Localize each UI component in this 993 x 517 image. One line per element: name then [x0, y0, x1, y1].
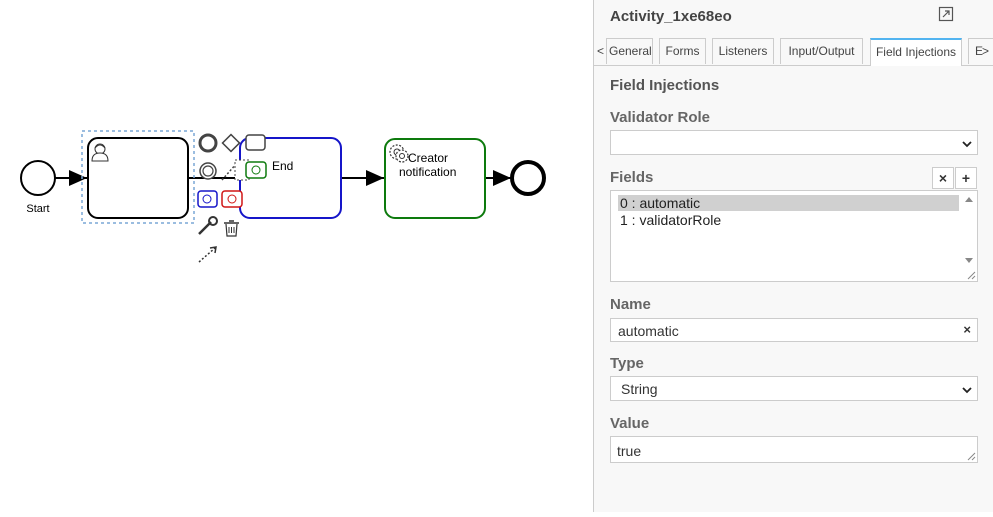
fields-listbox[interactable]: 0 : automatic 1 : validatorRole	[610, 190, 978, 282]
type-label: Type	[610, 355, 644, 372]
tab-general[interactable]: General	[606, 38, 653, 64]
append-end-event-icon[interactable]	[198, 133, 218, 153]
service-task[interactable]	[384, 138, 486, 219]
name-input[interactable]: automatic ×	[610, 318, 978, 342]
list-item[interactable]: 0 : automatic	[618, 195, 959, 211]
selection-outline	[81, 130, 195, 224]
list-item[interactable]: 1 : validatorRole	[620, 212, 722, 228]
chevron-down-icon	[962, 141, 972, 148]
type-select[interactable]: String	[610, 376, 978, 401]
tab-input-output[interactable]: Input/Output	[780, 38, 863, 64]
context-pad	[197, 133, 267, 263]
tab-listeners[interactable]: Listeners	[712, 38, 774, 64]
user-icon	[91, 143, 109, 162]
tab-forms[interactable]: Forms	[659, 38, 706, 64]
tab-bar: < General Forms Listeners Input/Output F…	[594, 38, 993, 66]
element-id-title: Activity_1xe68eo	[610, 8, 732, 25]
tab-scroll-left[interactable]: <	[597, 44, 605, 58]
name-label: Name	[610, 296, 651, 313]
listbox-scrollbar[interactable]	[963, 194, 975, 274]
popout-icon[interactable]	[938, 6, 954, 22]
service-task-label-line1: Creator	[408, 151, 448, 165]
start-event-label: Start	[26, 203, 49, 215]
chevron-down-icon	[962, 387, 972, 394]
clear-name-icon[interactable]: ×	[963, 322, 971, 337]
tab-scroll-right[interactable]: >	[982, 44, 990, 58]
end-event[interactable]	[510, 160, 546, 196]
value-textarea[interactable]: true	[610, 436, 978, 463]
color-blue-icon[interactable]	[197, 190, 218, 208]
task-end-label: End	[272, 159, 293, 173]
color-green-icon[interactable]	[245, 161, 267, 179]
trash-icon[interactable]	[224, 220, 239, 237]
fields-label: Fields	[610, 169, 654, 186]
resize-handle-icon[interactable]	[966, 451, 976, 461]
section-title: Field Injections	[610, 77, 720, 94]
user-task-selected[interactable]	[87, 137, 189, 219]
append-task-icon[interactable]	[245, 134, 266, 151]
append-intermediate-event-icon[interactable]	[199, 162, 217, 180]
bpmn-diagram[interactable]: Start End Creator notification	[0, 0, 593, 512]
properties-panel: Activity_1xe68eo < General Forms Listene…	[593, 0, 993, 512]
plus-icon: +	[961, 170, 971, 186]
service-task-label-line2: notification	[399, 165, 456, 179]
tab-field-injections[interactable]: Field Injections	[870, 38, 962, 66]
value-label: Value	[610, 415, 650, 432]
tab-execution[interactable]: E	[968, 38, 993, 64]
append-text-annotation-icon[interactable]	[221, 163, 237, 181]
append-gateway-icon[interactable]	[221, 133, 241, 153]
resize-handle-icon[interactable]	[966, 270, 976, 280]
validator-role-select[interactable]	[610, 130, 978, 155]
color-red-icon[interactable]	[221, 190, 243, 208]
validator-role-label: Validator Role	[610, 109, 711, 126]
close-icon: ×	[938, 170, 948, 186]
wrench-icon[interactable]	[198, 216, 218, 235]
connect-arrow-icon[interactable]	[198, 246, 217, 263]
start-event[interactable]	[20, 160, 56, 196]
diagram-canvas[interactable]: Start End Creator notification	[0, 0, 593, 512]
remove-field-button[interactable]: ×	[932, 167, 954, 189]
add-field-button[interactable]: +	[955, 167, 977, 189]
gear-icon	[389, 144, 409, 163]
